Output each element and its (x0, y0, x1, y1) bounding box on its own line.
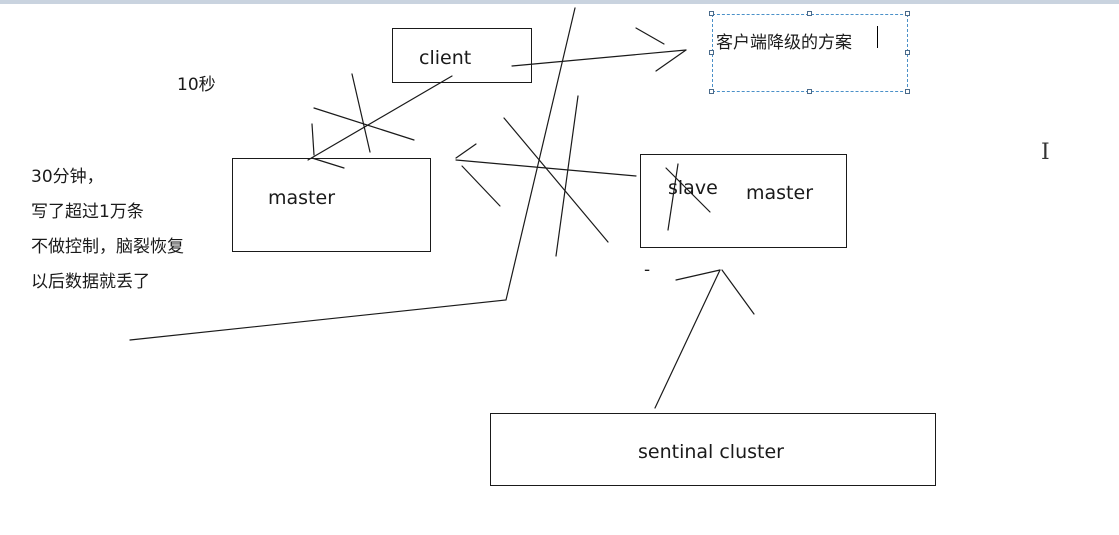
master-right-label: master (746, 182, 814, 204)
resize-handle-tm[interactable] (807, 11, 812, 16)
ten-seconds-label: 10秒 (177, 75, 216, 95)
note-line-4: 以后数据就丢了 (31, 272, 150, 292)
cross-d (311, 157, 345, 169)
resize-handle-bm[interactable] (807, 89, 812, 94)
selected-text[interactable]: 客户端降级的方案 (716, 33, 852, 53)
ibeam-cursor-icon: I (1041, 140, 1050, 165)
arrow-head-left-top (455, 143, 477, 159)
resize-handle-mr[interactable] (905, 50, 910, 55)
arrow-head-bottom (655, 49, 687, 72)
text-caret (877, 26, 878, 48)
selected-text-box[interactable] (712, 14, 908, 92)
resize-handle-tr[interactable] (905, 11, 910, 16)
note-line-2: 写了超过1万条 (31, 202, 144, 222)
cross-b (351, 73, 371, 153)
arrow-head-top (635, 27, 665, 45)
master-left-node (232, 158, 431, 252)
sentinal-cluster-label: sentinal cluster (638, 441, 784, 463)
sentinal-arrow-shaft (654, 269, 721, 409)
partition-line (129, 7, 576, 341)
window-top-edge (0, 0, 1119, 4)
cross-c (311, 123, 315, 156)
sentinal-arrow-head-a (675, 269, 721, 281)
big-cross-b (555, 95, 579, 257)
sentinal-arrow-head-b (721, 269, 755, 315)
resize-handle-tl[interactable] (709, 11, 714, 16)
slave-cross-b (667, 163, 679, 231)
arrow-head-left-bottom (461, 165, 501, 207)
client-node (392, 28, 532, 83)
dash-mark: - (644, 260, 651, 280)
sentinal-cluster-node (490, 413, 936, 486)
note-line-1: 30分钟， (31, 167, 104, 187)
client-label: client (419, 47, 472, 69)
arrow-client-to-note (511, 49, 687, 67)
slave-cross-a (665, 167, 711, 213)
resize-handle-br[interactable] (905, 89, 910, 94)
slave-label: slave (668, 177, 718, 199)
note-line-3: 不做控制，脑裂恢复 (31, 237, 184, 257)
resize-handle-bl[interactable] (709, 89, 714, 94)
link-client-master (307, 75, 453, 161)
master-left-label: master (268, 187, 336, 209)
resize-handle-ml[interactable] (709, 50, 714, 55)
big-cross-a (503, 117, 609, 243)
slave-master-node (640, 154, 847, 248)
